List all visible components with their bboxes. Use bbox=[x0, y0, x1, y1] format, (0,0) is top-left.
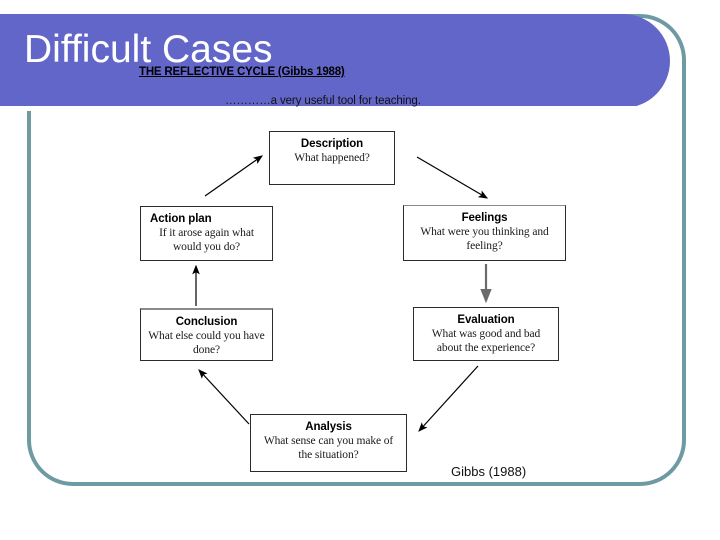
node-feelings[interactable]: Feelings What were you thinking and feel… bbox=[403, 205, 566, 261]
arrow-action-plan-to-description bbox=[204, 155, 263, 197]
node-conclusion[interactable]: Conclusion What else could you have done… bbox=[140, 308, 273, 361]
node-feelings-title: Feelings bbox=[461, 212, 508, 224]
arrow-description-to-feelings bbox=[416, 156, 489, 199]
node-action-plan-body: If it arose again what would you do? bbox=[159, 227, 254, 253]
node-analysis-body: What sense can you make of the situation… bbox=[263, 435, 394, 461]
diagram-attribution: Gibbs (1988) bbox=[451, 464, 527, 479]
node-description[interactable]: Description What happened? bbox=[269, 131, 395, 185]
title-banner bbox=[0, 14, 670, 111]
node-evaluation-body: What was good and bad about the experien… bbox=[431, 328, 541, 354]
diagram-subheading: …………a very useful tool for teaching. bbox=[225, 95, 421, 107]
node-conclusion-title: Conclusion bbox=[175, 316, 238, 328]
arrow-analysis-to-conclusion bbox=[198, 369, 250, 425]
node-action-plan[interactable]: Action plan If it arose again what would… bbox=[140, 206, 273, 261]
node-conclusion-body: What else could you have done? bbox=[148, 330, 265, 356]
node-feelings-body: What were you thinking and feeling? bbox=[420, 226, 549, 252]
node-action-plan-title: Action plan bbox=[150, 213, 212, 225]
node-analysis[interactable]: Analysis What sense can you make of the … bbox=[250, 414, 407, 472]
node-description-title: Description bbox=[300, 138, 364, 150]
diagram-heading: THE REFLECTIVE CYCLE (Gibbs 1988) bbox=[139, 66, 345, 78]
node-evaluation[interactable]: Evaluation What was good and bad about t… bbox=[413, 307, 559, 361]
node-description-body: What happened? bbox=[294, 152, 370, 164]
node-evaluation-title: Evaluation bbox=[457, 314, 515, 326]
node-analysis-title: Analysis bbox=[305, 421, 352, 433]
arrow-evaluation-to-analysis bbox=[418, 365, 479, 432]
page-title: Difficult Cases bbox=[24, 28, 273, 71]
title-banner-rule bbox=[0, 106, 636, 111]
